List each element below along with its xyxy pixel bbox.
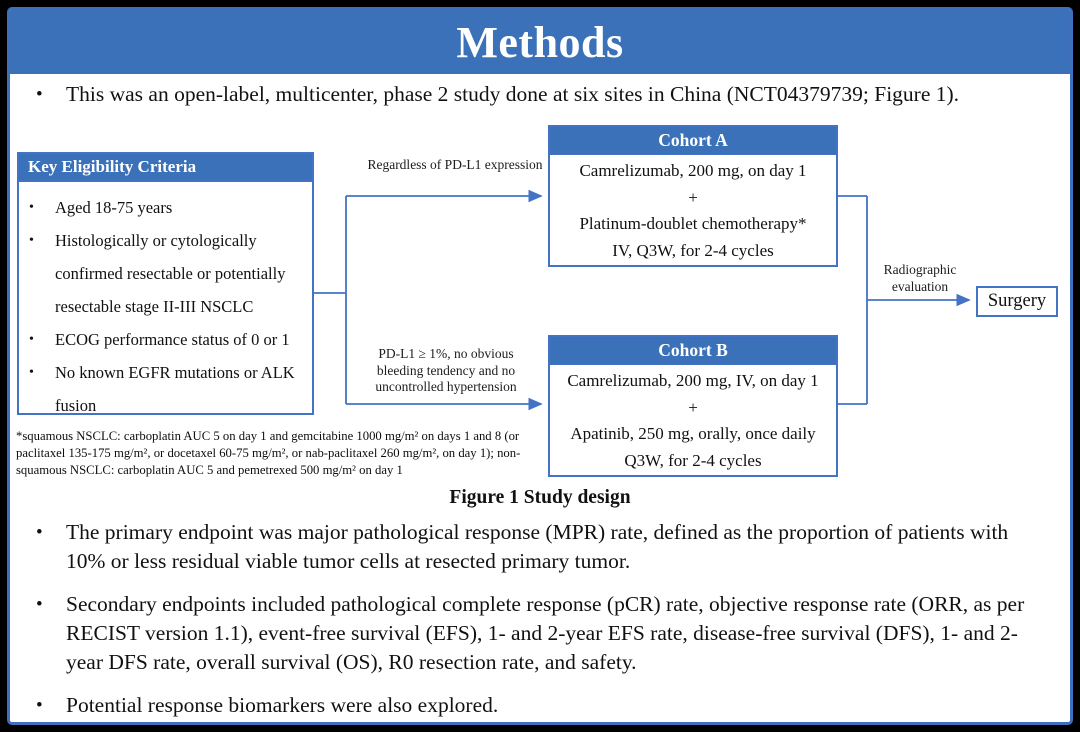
eligibility-item-text: Histologically or cytologically confirme…: [55, 231, 286, 316]
cohort-b-line: +: [688, 397, 698, 417]
figure-caption: Figure 1 Study design: [449, 487, 631, 508]
biomarkers-bullet: • Potential response biomarkers were als…: [36, 691, 1052, 720]
primary-endpoint-bullet: • The primary endpoint was major patholo…: [36, 518, 1052, 576]
eligibility-item: • Histologically or cytologically confir…: [29, 224, 306, 323]
surgery-label: Surgery: [987, 291, 1047, 311]
methods-slide: Methods • This was an open-label, multic…: [7, 7, 1073, 725]
primary-endpoint-text: The primary endpoint was major pathologi…: [66, 520, 1009, 573]
bullet-marker-icon: •: [29, 200, 34, 215]
cohort-a-line: +: [688, 187, 698, 207]
bullet-marker-icon: •: [29, 233, 34, 248]
cohort-a-box: Cohort A Camrelizumab, 200 mg, on day 1 …: [548, 125, 838, 267]
cohort-a-line: IV, Q3W, for 2-4 cycles: [612, 240, 774, 260]
cohort-a-line: Platinum-doublet chemotherapy*: [579, 214, 807, 233]
slide-title-banner: Methods: [10, 10, 1070, 74]
cohort-b-line: Q3W, for 2-4 cycles: [624, 450, 762, 470]
branch-label-pdl1-any: Regardless of PD-L1 expression: [367, 157, 543, 172]
surgery-box: Surgery: [976, 286, 1058, 317]
cohort-b-line: Camrelizumab, 200 mg, IV, on day 1: [567, 371, 819, 390]
eligibility-item: • No known EGFR mutations or ALK fusion: [29, 356, 306, 422]
cohort-a-line: Camrelizumab, 200 mg, on day 1: [579, 161, 807, 180]
cohort-b-header: Cohort B: [550, 337, 836, 365]
cohort-b-body: Camrelizumab, 200 mg, IV, on day 1 + Apa…: [550, 365, 836, 474]
bullet-marker-icon: •: [36, 594, 43, 615]
eligibility-header: Key Eligibility Criteria: [19, 154, 312, 182]
secondary-endpoints-text: Secondary endpoints included pathologica…: [66, 592, 1025, 674]
cohort-b-box: Cohort B Camrelizumab, 200 mg, IV, on da…: [548, 335, 838, 477]
eligibility-list: • Aged 18-75 years • Histologically or c…: [19, 191, 312, 422]
eligibility-item-text: Aged 18-75 years: [55, 198, 173, 217]
secondary-endpoints-bullet: • Secondary endpoints included pathologi…: [36, 590, 1052, 677]
eligibility-item-text: ECOG performance status of 0 or 1: [55, 330, 290, 349]
eligibility-box: Key Eligibility Criteria • Aged 18-75 ye…: [17, 152, 314, 415]
eligibility-item-text: No known EGFR mutations or ALK fusion: [55, 363, 295, 415]
bullet-marker-icon: •: [36, 84, 43, 105]
cohort-a-body: Camrelizumab, 200 mg, on day 1 + Platinu…: [550, 155, 836, 264]
eligibility-item: • ECOG performance status of 0 or 1: [29, 323, 306, 356]
bullet-marker-icon: •: [36, 522, 43, 543]
bullet-marker-icon: •: [36, 695, 43, 716]
slide-title: Methods: [456, 17, 624, 67]
branch-label-pdl1-positive: PD-L1 ≥ 1%, no obvious bleeding tendency…: [375, 346, 517, 394]
radiographic-evaluation-label: Radiographic evaluation: [883, 262, 957, 294]
biomarkers-text: Potential response biomarkers were also …: [66, 693, 499, 717]
figure-footnote: *squamous NSCLC: carboplatin AUC 5 on da…: [16, 429, 521, 477]
intro-bullet: • This was an open-label, multicenter, p…: [36, 80, 1048, 109]
intro-bullet-text: This was an open-label, multicenter, pha…: [66, 82, 960, 106]
bullet-marker-icon: •: [29, 365, 34, 380]
cohort-b-line: Apatinib, 250 mg, orally, once daily: [570, 424, 816, 443]
cohort-a-header: Cohort A: [550, 127, 836, 155]
bullet-marker-icon: •: [29, 332, 34, 347]
eligibility-item: • Aged 18-75 years: [29, 191, 306, 224]
